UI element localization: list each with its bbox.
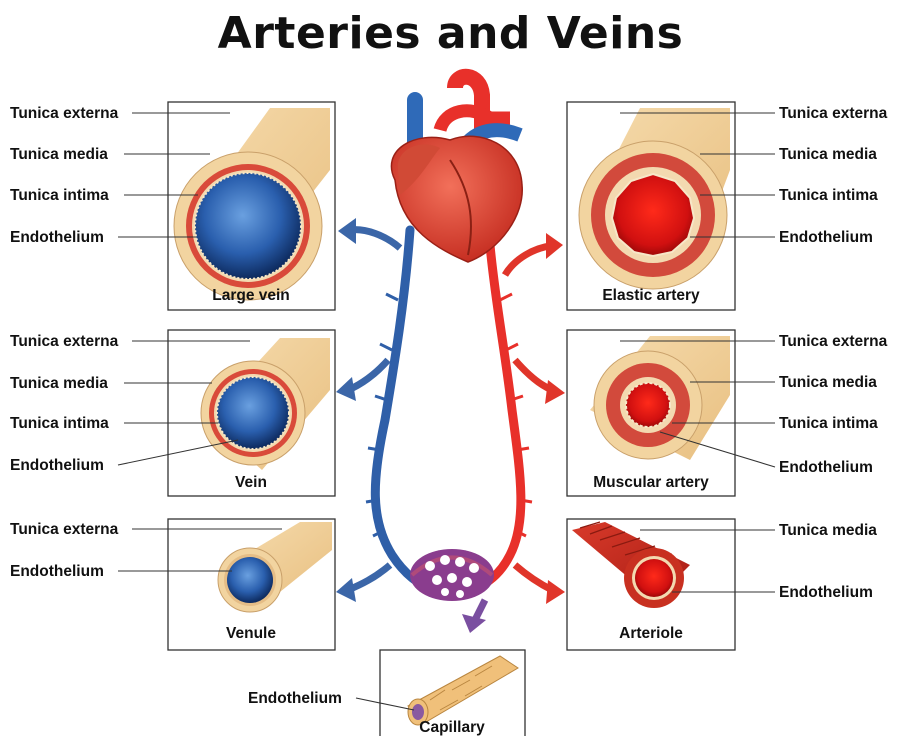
circulation-loop [366, 230, 532, 601]
label-tunica-intima: Tunica intima [779, 187, 878, 204]
capillary-panel: Capillary [380, 650, 525, 736]
label-tunica-media: Tunica media [779, 146, 877, 163]
label-tunica-externa: Tunica externa [10, 521, 119, 538]
label-endothelium: Endothelium [779, 459, 873, 476]
vein-caption: Vein [235, 474, 267, 491]
label-endothelium: Endothelium [10, 563, 104, 580]
label-tunica-externa: Tunica externa [10, 105, 119, 122]
label-tunica-intima: Tunica intima [779, 415, 878, 432]
muscular-artery-panel: Muscular artery [567, 330, 735, 496]
elastic-artery-panel: Elastic artery [567, 102, 735, 310]
vein-panel: Vein [168, 330, 335, 496]
large-vein-panel: Large vein [168, 102, 335, 310]
label-tunica-externa: Tunica externa [779, 105, 888, 122]
label-tunica-media: Tunica media [10, 375, 108, 392]
venule-caption: Venule [226, 625, 276, 642]
label-endothelium: Endothelium [248, 690, 342, 707]
large-vein-caption: Large vein [212, 287, 290, 304]
elastic-artery-caption: Elastic artery [602, 287, 700, 304]
label-endothelium: Endothelium [779, 229, 873, 246]
label-tunica-externa: Tunica externa [10, 333, 119, 350]
capillary-caption: Capillary [419, 719, 485, 736]
label-tunica-media: Tunica media [779, 374, 877, 391]
label-endothelium: Endothelium [779, 584, 873, 601]
capillary-bed [410, 549, 494, 601]
label-tunica-media: Tunica media [10, 146, 108, 163]
label-tunica-intima: Tunica intima [10, 415, 109, 432]
label-tunica-media: Tunica media [779, 522, 877, 539]
label-tunica-intima: Tunica intima [10, 187, 109, 204]
label-endothelium: Endothelium [10, 457, 104, 474]
label-endothelium: Endothelium [10, 229, 104, 246]
arteriole-panel: Arteriole [567, 519, 735, 650]
venule-panel: Venule [168, 519, 335, 650]
muscular-artery-caption: Muscular artery [593, 474, 709, 491]
label-tunica-externa: Tunica externa [779, 333, 888, 350]
arteriole-caption: Arteriole [619, 625, 683, 642]
